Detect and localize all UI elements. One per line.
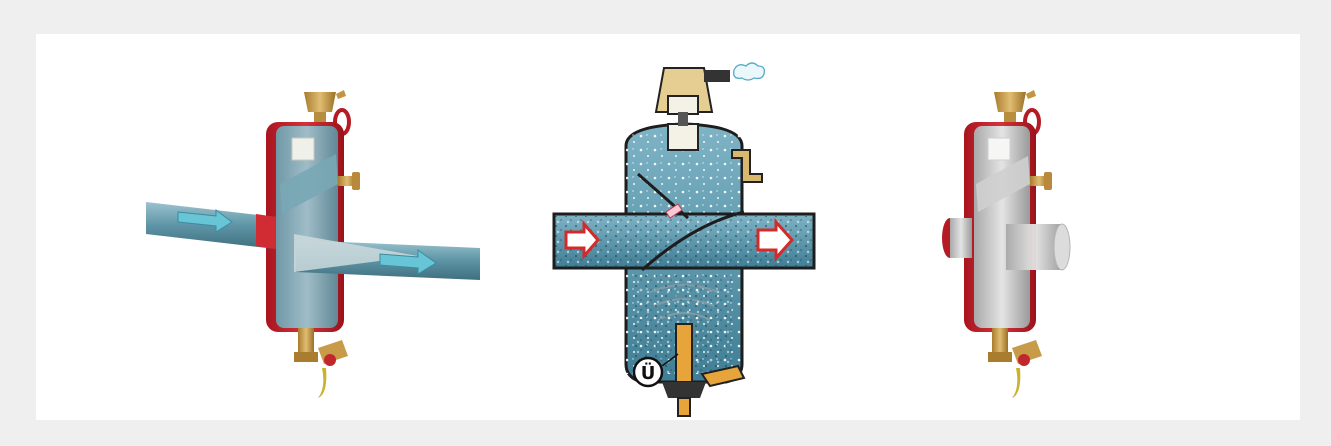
separator-cutaway-3d-flow bbox=[146, 34, 506, 420]
air-vent-icon bbox=[304, 90, 346, 122]
cutaway-3d-svg bbox=[146, 34, 506, 420]
figure-card: Ü bbox=[36, 34, 1300, 420]
air-cloud-icon bbox=[734, 63, 765, 80]
drain-valve-icon bbox=[294, 328, 348, 398]
exterior-3d-svg bbox=[936, 34, 1096, 420]
separator-3d-exterior bbox=[936, 34, 1096, 420]
magnet-symbol-label: Ü bbox=[641, 362, 656, 384]
separator-cross-section-diagram: Ü bbox=[554, 34, 814, 420]
cross-section-svg: Ü bbox=[554, 34, 814, 420]
outlet-connection bbox=[1006, 224, 1070, 270]
drain-valve-icon bbox=[988, 328, 1042, 398]
inlet-connection bbox=[942, 218, 972, 258]
air-vent-icon bbox=[994, 90, 1036, 122]
air-vent-icon bbox=[656, 68, 730, 114]
